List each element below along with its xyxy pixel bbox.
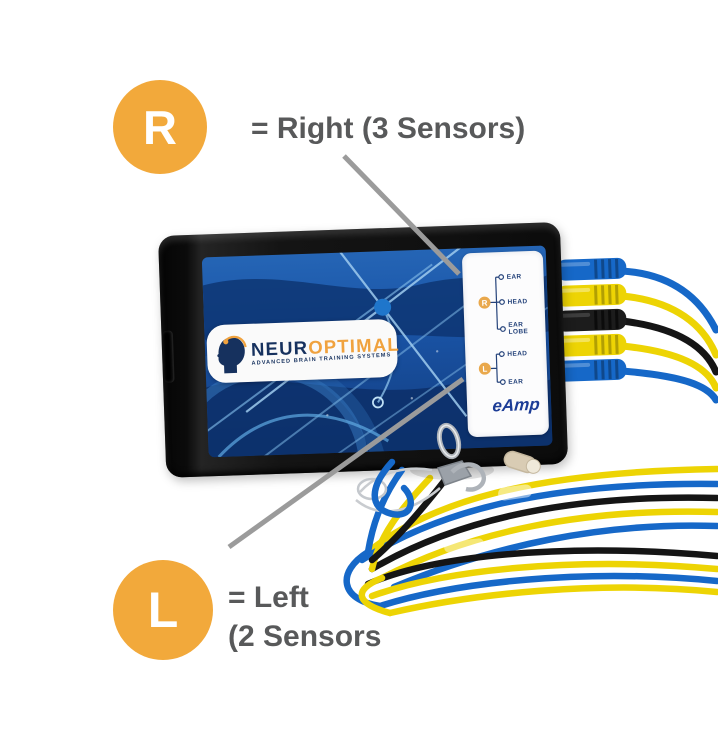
left-annotation-label: = Left (2 Sensors: [228, 578, 381, 656]
sensor-panel: R EAR HEAD EAR LOBE L HEAD EAR eAmp: [461, 250, 550, 438]
right-terminal-label-head: HEAD: [507, 298, 528, 306]
plug-yellow-1: [556, 283, 627, 307]
neuroptimal-logo: NEUROPTIMAL ADVANCED BRAIN TRAINING SYST…: [206, 318, 401, 384]
left-terminal-label-head: HEAD: [507, 350, 528, 358]
network-node-dot: [374, 298, 392, 316]
plug-yellow-2: [556, 333, 627, 357]
side-port: [162, 330, 174, 383]
right-terminal-label-ear: EAR: [506, 273, 522, 281]
left-annotation-line1: = Left: [228, 581, 309, 614]
cable-sleeves: [444, 484, 533, 553]
coil-lower-band: [364, 547, 718, 617]
logo-head-icon: [217, 335, 247, 374]
plug-black: [556, 308, 627, 332]
eamp-brand-text: eAmp: [491, 394, 541, 416]
plug-cables: [618, 267, 718, 404]
left-annotation-line2: (2 Sensors: [228, 620, 382, 653]
right-terminal-label-earlobe: EAR LOBE: [508, 321, 529, 336]
left-terminal-label-ear: EAR: [508, 378, 524, 386]
coil-upper-band: [358, 465, 718, 591]
logo-wordmark: NEUROPTIMAL ADVANCED BRAIN TRAINING SYST…: [250, 333, 401, 366]
plug-blue-top: [556, 257, 627, 281]
right-annotation-label: = Right (3 Sensors): [251, 112, 526, 145]
device-faceplate: NEUROPTIMAL ADVANCED BRAIN TRAINING SYST…: [201, 245, 553, 458]
logo-text-neur: NEUR: [250, 336, 309, 360]
right-annotation-circle: R: [113, 80, 207, 174]
eamp-device: NEUROPTIMAL ADVANCED BRAIN TRAINING SYST…: [158, 221, 569, 478]
sensor-wiring-brackets: [490, 274, 506, 385]
left-annotation-circle: L: [113, 560, 213, 660]
sensor-plugs: [556, 257, 627, 382]
plug-blue-bottom: [556, 358, 627, 382]
